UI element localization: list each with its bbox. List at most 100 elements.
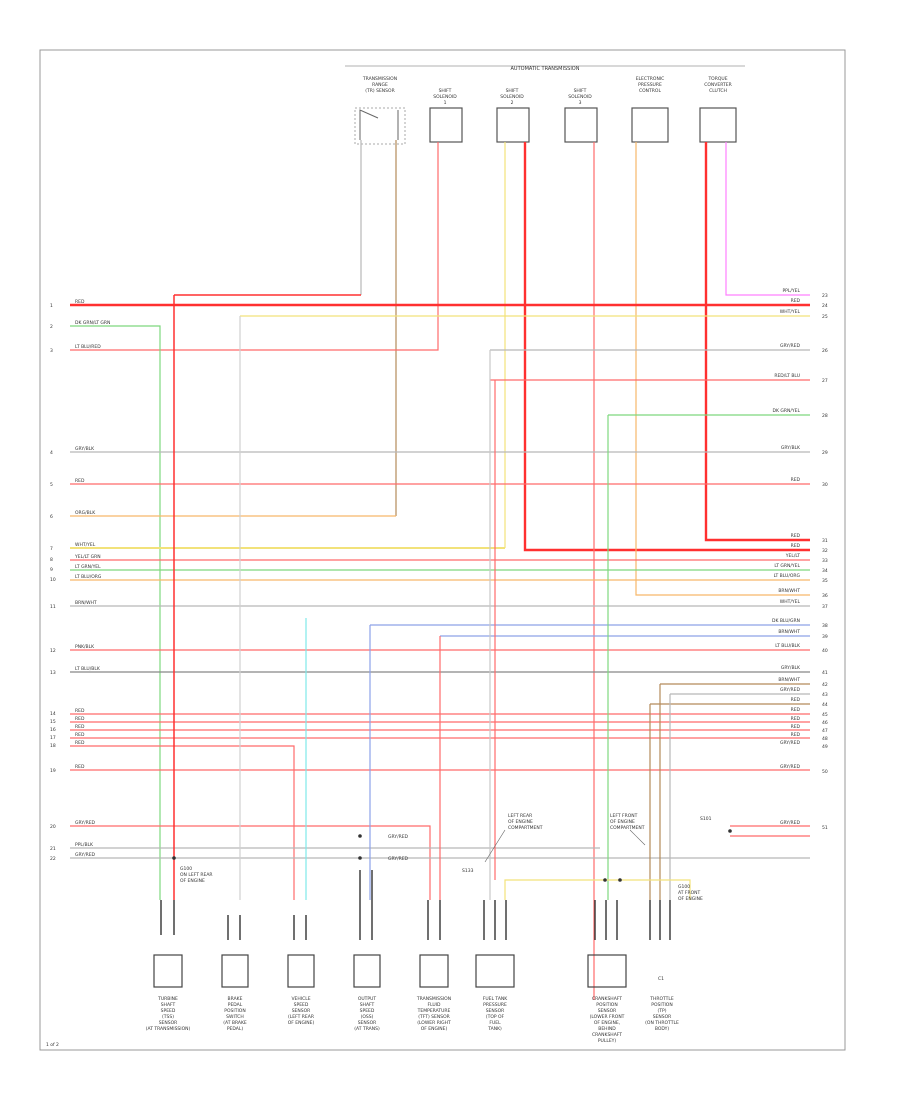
right-wire-labels: PPL/YEL 23 RED 24 WHT/YEL 25 GRY/RED 26 … (772, 288, 828, 831)
right-wire-label: RED (791, 732, 801, 738)
throttle-label: (TP) (658, 1008, 667, 1014)
ss3-label-1: SHIFT (574, 88, 587, 94)
crank-label: POSITION (596, 1002, 617, 1008)
tcc-label-2: CONVERTER (704, 82, 732, 88)
throttle-label: (ON THROTTLE (645, 1020, 679, 1026)
right-wire-label: LT BLU/BLK (775, 643, 801, 649)
right-wire-label: RED (791, 707, 801, 713)
splice-dot (728, 829, 732, 833)
brake-label: PEDAL) (227, 1026, 244, 1032)
left-pin: 2 (50, 324, 53, 330)
throttle-label: BODY) (655, 1026, 670, 1032)
ss2-label-2: SOLENOID (500, 94, 524, 100)
epc-label-3: CONTROL (639, 88, 661, 94)
transmission-label: AUTOMATIC TRANSMISSION (511, 66, 580, 72)
crank-label: OF ENGINE, (594, 1020, 620, 1026)
right-pin: 50 (822, 769, 828, 775)
brake-label: BRAKE (228, 996, 243, 1002)
right-pin: 26 (822, 348, 828, 354)
left-wire-label: PPL/BLK (75, 842, 94, 848)
top-connector-stubs (360, 180, 727, 225)
vss-label: SENSOR (292, 1008, 311, 1014)
right-pin: 46 (822, 720, 828, 726)
tss-label: SHAFT (161, 1002, 176, 1008)
tss-label: TURBINE (157, 996, 178, 1002)
left-wire-label: RED (75, 299, 85, 305)
wire-h-2 (70, 325, 161, 900)
tft-label: TRANSMISSION (416, 996, 451, 1002)
right-pin: 31 (822, 538, 828, 544)
right-pin: 42 (822, 682, 828, 688)
gry-red-note-2: GRY/RED (388, 856, 409, 862)
ground-right-3: OF ENGINE (678, 896, 703, 902)
left-pin: 7 (50, 546, 53, 552)
wire-v-yel-bottom (504, 879, 691, 900)
left-pin: 12 (50, 648, 56, 654)
page-code: 1 of 2 (46, 1042, 59, 1048)
left-wire-label: LT BLU/BLK (75, 666, 101, 672)
tft-label: TEMPERATURE (417, 1008, 451, 1014)
crank-label: CRANKSHAFT (592, 996, 622, 1002)
left-wire-label: LT BLU/ORG (75, 574, 102, 580)
right-wire-label: GRY/RED (780, 820, 801, 826)
epc-label-1: ELECTRONIC (636, 76, 665, 82)
right-wire-label: GRY/RED (780, 343, 801, 349)
right-wire-label: LT GRN/YEL (774, 563, 800, 569)
left-wire-label: WHT/YEL (75, 542, 96, 548)
left-rear-note-1: LEFT REAR (508, 813, 532, 819)
ss3-box (564, 107, 598, 143)
splice-dot (358, 834, 362, 838)
trs-label-3: (TR) SENSOR (365, 88, 394, 94)
right-pin: 43 (822, 692, 828, 698)
bottom-vertical-wires (173, 294, 691, 900)
left-pin: 8 (50, 557, 53, 563)
wire-v-ss1 (70, 142, 439, 351)
left-wire-label: BRN/WHT (75, 600, 97, 606)
right-wire-label: RED (791, 697, 801, 703)
splice-s101: S101 (700, 816, 712, 822)
left-wire-label: GRY/RED (75, 852, 96, 858)
right-pin: 32 (822, 548, 828, 554)
diagram-frame (39, 49, 846, 1051)
wire-h-18 (70, 745, 295, 900)
top-component-trs: TRANSMISSION RANGE (TR) SENSOR (354, 76, 406, 145)
right-wire-label: GRY/RED (780, 740, 801, 746)
ss2-label-3: 2 (511, 100, 514, 106)
right-pin: 30 (822, 482, 828, 488)
right-wire-label: RED/LT BLU (774, 373, 800, 379)
tss-label: SENSOR (159, 1020, 178, 1026)
right-wire-label: BRN/WHT (778, 629, 800, 635)
left-rear-note-3: COMPARTMENT (508, 825, 543, 831)
right-wire-label: RED (791, 477, 801, 483)
right-pin: 45 (822, 712, 828, 718)
right-pin: 24 (822, 303, 828, 309)
left-wire-label: PNK/BLK (75, 644, 95, 650)
ftp-label: PRESSURE (483, 1002, 507, 1008)
left-wire-label: RED (75, 478, 85, 484)
tcc-label-1: TORQUE (707, 76, 727, 82)
tft-label: (LOWER RIGHT (417, 1020, 451, 1026)
ftp-label: TANK) (487, 1026, 502, 1032)
throttle-label: POSITION (651, 1002, 672, 1008)
oss-label: OUTPUT (358, 996, 377, 1002)
left-pin: 22 (50, 856, 56, 862)
right-pin: 38 (822, 623, 828, 629)
crank-label: SENSOR (598, 1008, 617, 1014)
right-wire-label: BRN/WHT (778, 588, 800, 594)
right-pin: 48 (822, 736, 828, 742)
ftp-label: (TOP OF (486, 1014, 505, 1020)
right-pin: 33 (822, 558, 828, 564)
ground-left-1: G100 (180, 866, 192, 872)
left-wire-label: RED (75, 716, 85, 722)
left-pin: 1 (50, 303, 53, 309)
tft-box (419, 954, 449, 988)
epc-label-2: PRESSURE (638, 82, 662, 88)
oss-box (353, 954, 381, 988)
ss1-box (429, 107, 463, 143)
oss-label: SPEED (360, 1008, 375, 1014)
left-wire-label: RED (75, 740, 85, 746)
vss-box (287, 954, 315, 988)
top-component-tcc: TORQUE CONVERTER CLUTCH (699, 76, 737, 143)
right-wire-label: GRY/RED (780, 687, 801, 693)
ftp-label: FUEL TANK (483, 996, 509, 1002)
